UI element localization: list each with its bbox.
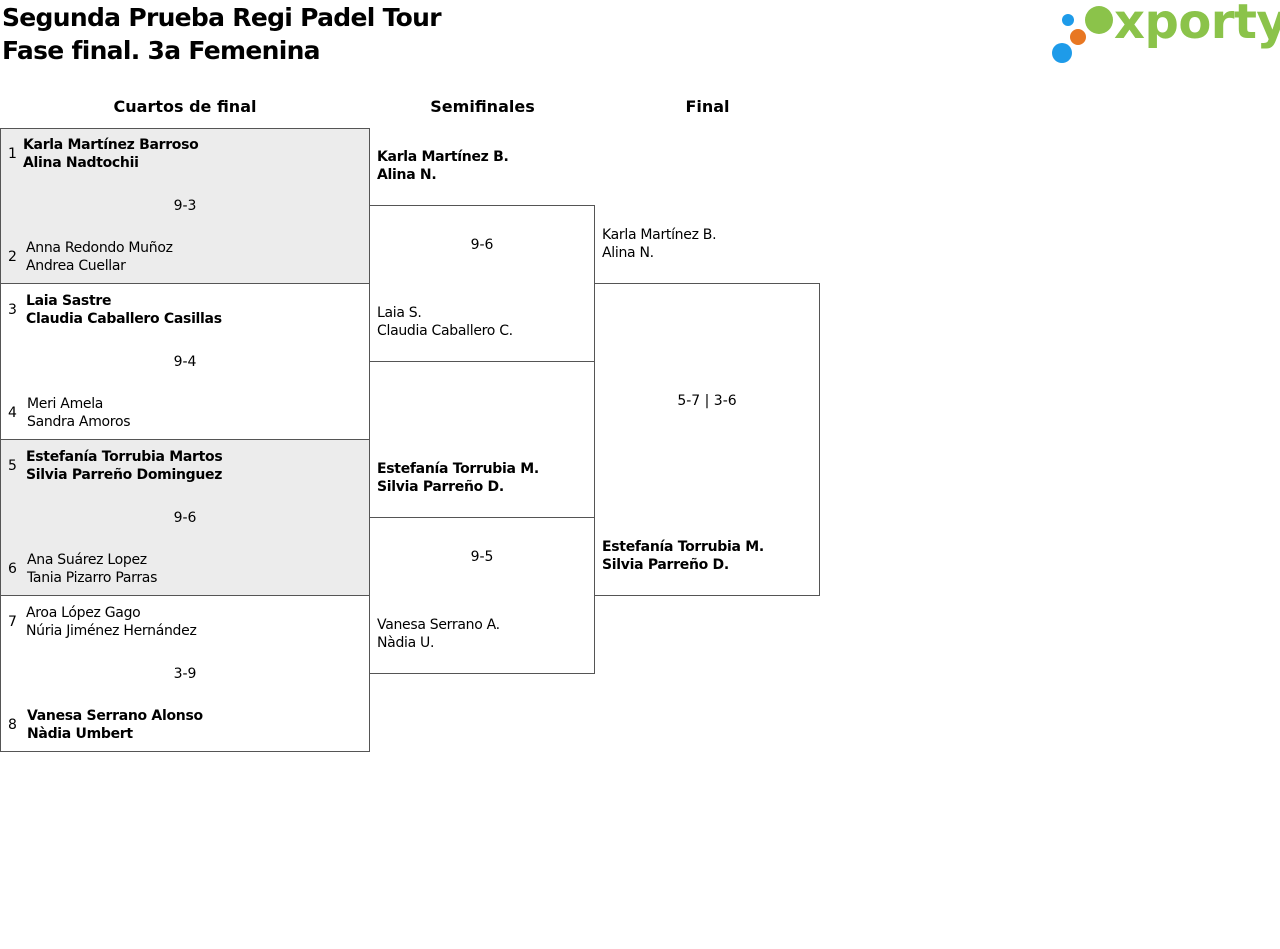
qf3-score: 9-6 [173, 510, 197, 526]
player-name: Karla Martínez B. [602, 227, 717, 243]
player-name: Alina Nadtochii [23, 155, 139, 171]
player-name: Silvia Parreño D. [602, 557, 729, 573]
player-name: Karla Martínez B. [377, 149, 509, 165]
sf2-bottom-team: Vanesa Serrano A. Nàdia U. [377, 616, 500, 652]
player-name: Claudia Caballero Casillas [26, 311, 222, 327]
qf2-score: 9-4 [173, 354, 197, 370]
seed-number: 1 [8, 146, 17, 162]
qf4-top-team: Aroa López Gago Núria Jiménez Hernández [26, 604, 197, 640]
player-name: Estefanía Torrubia M. [377, 461, 539, 477]
qf2-top-team: Laia Sastre Claudia Caballero Casillas [26, 292, 222, 328]
qf3-top-team: Estefanía Torrubia Martos Silvia Parreño… [26, 448, 223, 484]
player-name: Karla Martínez Barroso [23, 137, 199, 153]
player-name: Silvia Parreño D. [377, 479, 504, 495]
logo-dot-blue-large-icon [1052, 43, 1072, 63]
seed-number: 3 [8, 302, 17, 318]
player-name: Meri Amela [27, 396, 104, 412]
player-name: Sandra Amoros [27, 414, 131, 430]
qf4-score: 3-9 [173, 666, 197, 682]
player-name: Núria Jiménez Hernández [26, 623, 197, 639]
seed-number: 5 [8, 458, 17, 474]
logo-dot-green-icon [1085, 6, 1113, 34]
final-top-team: Karla Martínez B. Alina N. [602, 226, 717, 262]
qf4-bottom-team: Vanesa Serrano Alonso Nàdia Umbert [27, 707, 203, 743]
column-heading-semis: Semifinales [430, 97, 535, 116]
player-name: Silvia Parreño Dominguez [26, 467, 223, 483]
player-name: Andrea Cuellar [26, 258, 126, 274]
logo-text: xporty [1114, 0, 1280, 50]
player-name: Vanesa Serrano A. [377, 617, 500, 633]
column-heading-quarters: Cuartos de final [113, 97, 257, 116]
logo-dot-orange-icon [1070, 29, 1086, 45]
page-subtitle: Fase final. 3a Femenina [2, 36, 321, 65]
seed-number: 8 [8, 717, 17, 733]
qf1-top-team: Karla Martínez Barroso Alina Nadtochii [23, 136, 199, 172]
final-bottom-team: Estefanía Torrubia M. Silvia Parreño D. [602, 538, 764, 574]
sf2-score: 9-5 [470, 549, 494, 565]
qf1-score: 9-3 [173, 198, 197, 214]
xporty-logo: xporty [1050, 0, 1280, 66]
logo-dot-blue-small-icon [1062, 14, 1074, 26]
sf1-bottom-team: Laia S. Claudia Caballero C. [377, 304, 513, 340]
qf1-bottom-team: Anna Redondo Muñoz Andrea Cuellar [26, 239, 173, 275]
seed-number: 6 [8, 561, 17, 577]
player-name: Estefanía Torrubia M. [602, 539, 764, 555]
quarterfinal-match-3 [0, 439, 370, 596]
player-name: Laia Sastre [26, 293, 112, 309]
player-name: Nàdia Umbert [27, 726, 133, 742]
player-name: Tania Pizarro Parras [27, 570, 158, 586]
final-match [594, 283, 820, 596]
qf3-bottom-team: Ana Suárez Lopez Tania Pizarro Parras [27, 551, 157, 587]
column-heading-final: Final [685, 97, 730, 116]
final-score: 5-7 | 3-6 [677, 393, 737, 409]
quarterfinal-match-1 [0, 128, 370, 284]
player-name: Ana Suárez Lopez [27, 552, 147, 568]
seed-number: 2 [8, 249, 17, 265]
player-name: Alina N. [602, 245, 654, 261]
page-title: Segunda Prueba Regi Padel Tour [2, 3, 442, 32]
qf2-bottom-team: Meri Amela Sandra Amoros [27, 395, 131, 431]
seed-number: 7 [8, 614, 17, 630]
player-name: Estefanía Torrubia Martos [26, 449, 223, 465]
player-name: Laia S. [377, 305, 422, 321]
sf1-score: 9-6 [470, 237, 494, 253]
player-name: Nàdia U. [377, 635, 435, 651]
player-name: Alina N. [377, 167, 437, 183]
player-name: Aroa López Gago [26, 605, 141, 621]
seed-number: 4 [8, 405, 17, 421]
sf1-top-team: Karla Martínez B. Alina N. [377, 148, 509, 184]
player-name: Claudia Caballero C. [377, 323, 513, 339]
sf2-top-team: Estefanía Torrubia M. Silvia Parreño D. [377, 460, 539, 496]
player-name: Anna Redondo Muñoz [26, 240, 173, 256]
player-name: Vanesa Serrano Alonso [27, 708, 203, 724]
